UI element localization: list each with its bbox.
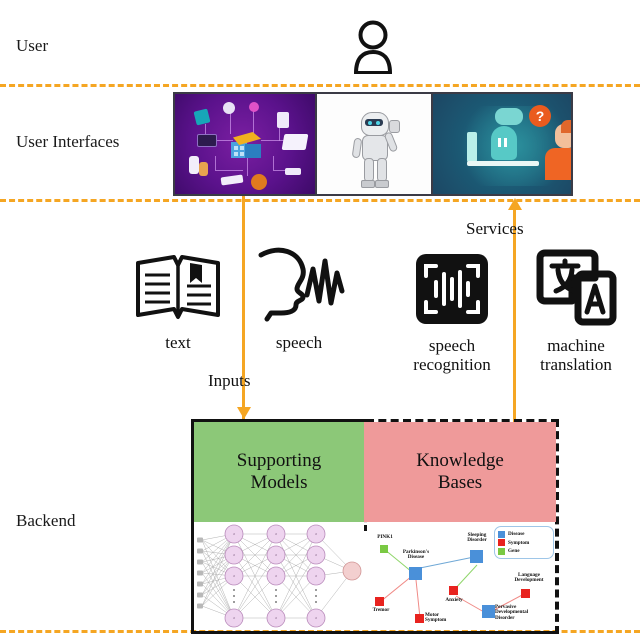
services-arrow-shaft xyxy=(513,203,516,423)
layer-label-backend: Backend xyxy=(16,511,76,530)
open-book-icon xyxy=(136,255,220,319)
modality-speech-label: speech xyxy=(275,333,323,352)
legend-label-gene: Gene xyxy=(508,548,520,554)
smart-home-icon xyxy=(231,132,261,158)
panel-supporting-models-title: Supporting Models xyxy=(236,450,322,493)
panel-knowledge-bases-title: Knowledge Bases xyxy=(416,450,504,493)
knowledge-graph-diagram: PINK1 Parkinson's Disease Sleeping Disor… xyxy=(364,524,556,631)
legend-label-disease: Disease xyxy=(508,531,525,537)
svg-text:a: a xyxy=(275,573,277,578)
backend-left-border xyxy=(191,419,194,634)
chatbot-avatar-icon xyxy=(491,126,517,160)
divider-interfaces-backend xyxy=(0,199,640,202)
legend-item-disease: Disease xyxy=(498,530,550,538)
kg-node-label-pervasive-developmental-disorder: Pervasive Developmental Disorder xyxy=(495,604,529,621)
svg-text:a: a xyxy=(315,573,317,578)
modality-text-label: text xyxy=(165,333,191,352)
legend-label-symptom: Symptom xyxy=(508,539,530,546)
kg-node-label-motor-symptom: Motor Symptom xyxy=(425,612,447,624)
service-machine-translation: machine translation xyxy=(521,248,631,374)
layer-label-user-interfaces: User Interfaces xyxy=(16,132,120,151)
kg-node-label-anxiety: Anxiety xyxy=(445,597,463,603)
svg-text:a: a xyxy=(233,615,235,620)
question-mark-icon: ? xyxy=(529,105,551,127)
inputs-arrow-head xyxy=(237,407,251,419)
backend-top-dashed-border xyxy=(366,419,559,423)
svg-text:a: a xyxy=(315,615,317,620)
divider-user-interfaces xyxy=(0,84,640,87)
backend-top-border xyxy=(191,419,366,422)
services-arrow-head xyxy=(508,198,522,210)
modality-speech: speech xyxy=(247,243,351,352)
panel-knowledge-bases[interactable]: Knowledge Bases xyxy=(364,422,556,522)
legend-item-symptom: Symptom xyxy=(498,539,550,546)
kg-node-label-pink1: PINK1 xyxy=(377,534,393,540)
service-speech-recognition-label: speech recognition xyxy=(413,336,491,375)
translate-icon xyxy=(536,249,617,326)
svg-text:a: a xyxy=(275,531,277,536)
svg-text:a: a xyxy=(275,552,277,557)
svg-text:a: a xyxy=(233,573,235,578)
legend-swatch-disease xyxy=(498,530,505,538)
waveform-scan-icon xyxy=(416,254,488,324)
legend-item-gene: Gene xyxy=(498,547,550,555)
inputs-flow-label: Inputs xyxy=(208,371,251,390)
backend-bottom-border xyxy=(191,631,559,634)
service-machine-translation-label: machine translation xyxy=(540,336,612,375)
modality-text: text xyxy=(126,253,230,352)
svg-text:a: a xyxy=(315,552,317,557)
kg-node-label-parkinsons-disease: Parkinson's Disease xyxy=(402,549,430,561)
svg-text:a: a xyxy=(233,531,235,536)
inputs-arrow-shaft xyxy=(242,196,245,419)
interface-humanoid-robot[interactable] xyxy=(315,94,433,194)
person-icon xyxy=(354,20,392,74)
svg-text:a: a xyxy=(315,531,317,536)
backend-right-dashed-border xyxy=(555,419,559,634)
svg-text:a: a xyxy=(275,615,277,620)
backend-container: Supporting Models Knowledge Bases xyxy=(191,419,559,634)
svg-text:a: a xyxy=(233,552,235,557)
panel-supporting-models[interactable]: Supporting Models xyxy=(194,422,364,522)
knowledge-graph-legend: Disease Symptom Gene xyxy=(494,526,554,559)
user-interfaces-strip: ? xyxy=(173,92,573,196)
service-speech-recognition: speech recognition xyxy=(398,250,506,374)
speaking-head-icon xyxy=(258,247,345,322)
layer-label-user: User xyxy=(16,36,49,55)
kg-node-label-language-development: Language Development xyxy=(514,572,544,584)
legend-swatch-gene xyxy=(498,547,505,555)
neural-network-diagram: a a a a a a a a a a a a xyxy=(194,524,364,631)
kg-node-label-tremor: Tremor xyxy=(372,607,390,613)
interface-iot-smart-home[interactable] xyxy=(175,94,315,194)
kg-node-label-sleeping-disorder: Sleeping Disorder xyxy=(467,532,487,544)
services-flow-label: Services xyxy=(466,219,524,238)
interface-chatbot-conversation[interactable]: ? xyxy=(433,94,571,194)
legend-swatch-symptom xyxy=(498,539,505,546)
